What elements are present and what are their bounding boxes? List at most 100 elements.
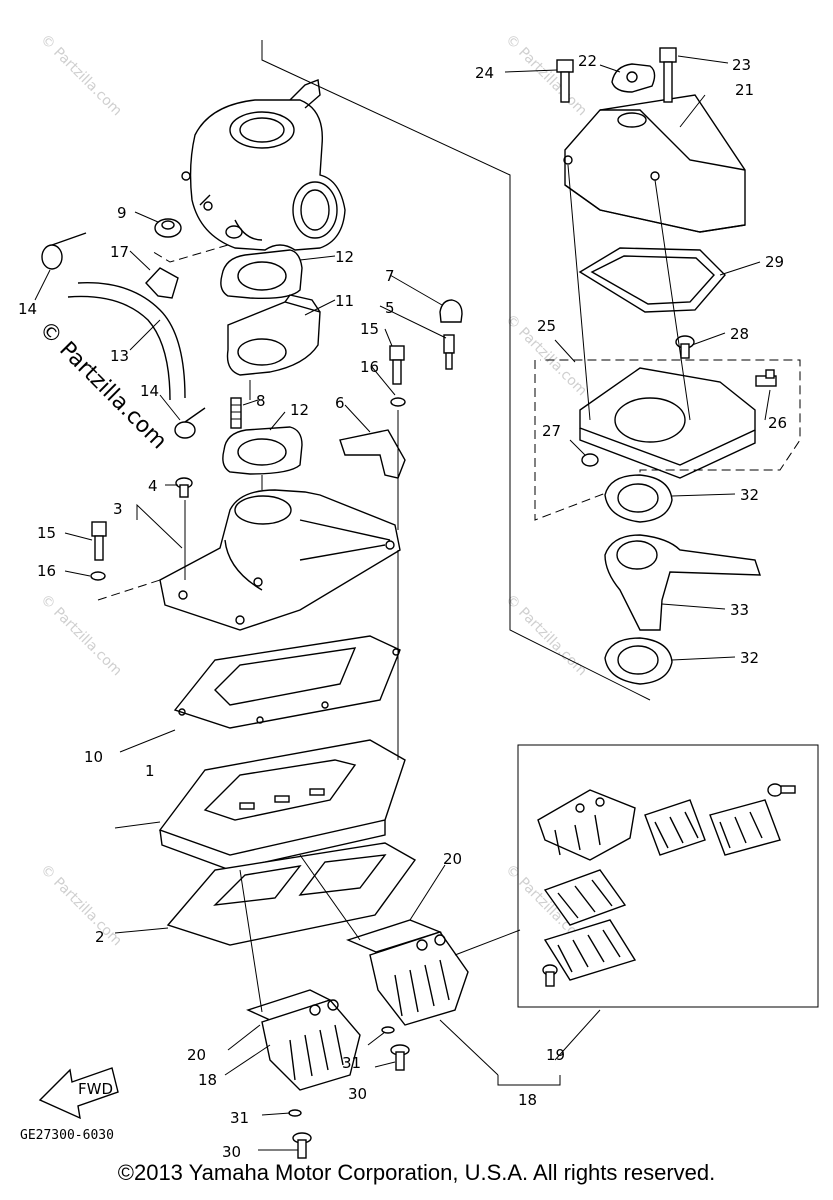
callout-22: 22: [578, 52, 597, 70]
callout-18-left: 18: [198, 1071, 217, 1089]
watermark-tile: © Partzilla.com: [502, 32, 590, 120]
washer-31-right: [381, 1026, 395, 1034]
watermark-tile: © Partzilla.com: [37, 592, 125, 680]
callout-30-left: 30: [222, 1143, 241, 1161]
reference-code: GE27300-6030: [20, 1128, 114, 1143]
washer-16-left: [90, 571, 106, 581]
carburetor-body: [181, 79, 346, 251]
callout-17: 17: [110, 243, 129, 261]
reed-kit-block: [537, 789, 636, 861]
guide-dash: [149, 244, 229, 263]
callout-20-left: 20: [187, 1046, 206, 1064]
gasket-12-upper: [220, 249, 303, 300]
fitting-5: [443, 334, 455, 370]
reed-kit-petal-a: [644, 799, 706, 856]
bolt-4: [175, 477, 193, 498]
callout-15-left: 15: [37, 524, 56, 542]
reed-kit-bolt: [542, 964, 558, 987]
guide-dash: [97, 579, 161, 601]
bolt-28: [675, 335, 695, 359]
reed-kit-19-box: [517, 744, 819, 1008]
callout-18-right: 18: [518, 1091, 537, 1109]
nut-9: [154, 218, 182, 238]
callout-13: 13: [110, 347, 129, 365]
callout-7: 7: [385, 267, 395, 285]
callout-24: 24: [475, 64, 494, 82]
callout-4: 4: [148, 477, 158, 495]
callout-15-right: 15: [360, 320, 379, 338]
gasket-12-upper-hole: [237, 261, 287, 291]
reed-kit-reed: [543, 919, 637, 981]
fitting-26: [755, 369, 777, 387]
hose-13: [67, 282, 186, 401]
clamp-14-lower: [174, 407, 206, 439]
callout-29: 29: [765, 253, 784, 271]
reed-valve-18-left: [246, 989, 361, 1091]
gasket-12-lower-hole: [237, 438, 287, 466]
callout-20-right: 20: [443, 850, 462, 868]
gasket-12-lower: [222, 426, 303, 475]
washer-16-right: [390, 397, 406, 407]
callout-14-upper: 14: [18, 300, 37, 318]
watermark-tile: © Partzilla.com: [502, 592, 590, 680]
fwd-arrow-label: FWD: [78, 1080, 113, 1098]
stud-8: [230, 397, 242, 429]
gasket-32-lower: [604, 637, 673, 685]
callout-30-right: 30: [348, 1085, 367, 1103]
reed-valve-18-right: [346, 919, 469, 1026]
callout-31-right: 31: [342, 1054, 361, 1072]
base-25: [579, 367, 756, 479]
plate-11: [226, 294, 321, 376]
reed-plate-1: [158, 739, 406, 871]
watermark-tile: © Partzilla.com: [37, 32, 125, 120]
reed-kit-stopper: [543, 869, 627, 926]
callout-33: 33: [730, 601, 749, 619]
reed-kit-screw: [767, 783, 796, 797]
callout-12-lower: 12: [290, 401, 309, 419]
gasket-10: [173, 635, 401, 729]
clamp-14-upper: [41, 232, 87, 270]
callout-28: 28: [730, 325, 749, 343]
callout-11: 11: [335, 292, 354, 310]
callout-23: 23: [732, 56, 751, 74]
screw-30-left: [292, 1132, 312, 1159]
callout-labels: 1 2 3 4 5 6 7 8 9 10 11 12 12 13 14 14 1…: [18, 52, 787, 1161]
assembly-boundary-line: [261, 40, 651, 701]
callout-25: 25: [537, 317, 556, 335]
bracket-3: [136, 503, 183, 549]
callout-32-upper: 32: [740, 486, 759, 504]
intake-manifold-3: [159, 489, 401, 631]
reed-kit-petal-b: [709, 799, 781, 856]
callout-16-right: 16: [360, 358, 379, 376]
callout-14-lower: 14: [140, 382, 159, 400]
callout-21: 21: [735, 81, 754, 99]
gasket-29: [578, 247, 726, 313]
callout-12-upper: 12: [335, 248, 354, 266]
bracket-6: [339, 429, 406, 479]
copyright-footer: ©2013 Yamaha Motor Corporation, U.S.A. A…: [117, 1160, 716, 1185]
bolt-15-right: [389, 345, 405, 385]
plug-27: [581, 453, 599, 467]
callout-8: 8: [256, 392, 266, 410]
gasket-2: [166, 842, 417, 946]
callout-5: 5: [385, 299, 395, 317]
callout-16-left: 16: [37, 562, 56, 580]
leader-lines: [34, 55, 771, 1151]
screw-30-right: [390, 1044, 410, 1071]
watermark-tile: © Partzilla.com: [37, 862, 125, 950]
washer-31-left: [288, 1109, 302, 1117]
cover-21: [563, 94, 746, 233]
fwd-arrow: FWD: [38, 1067, 119, 1120]
cap-7: [439, 299, 463, 323]
callout-9: 9: [117, 204, 127, 222]
callout-3: 3: [113, 500, 123, 518]
bolt-23: [659, 47, 677, 103]
clip-17: [145, 267, 179, 299]
callout-32-lower: 32: [740, 649, 759, 667]
gasket-32-upper: [604, 474, 673, 523]
bracket-33: [604, 534, 761, 631]
bolt-24: [556, 59, 574, 103]
callout-10: 10: [84, 748, 103, 766]
callout-27: 27: [542, 422, 561, 440]
